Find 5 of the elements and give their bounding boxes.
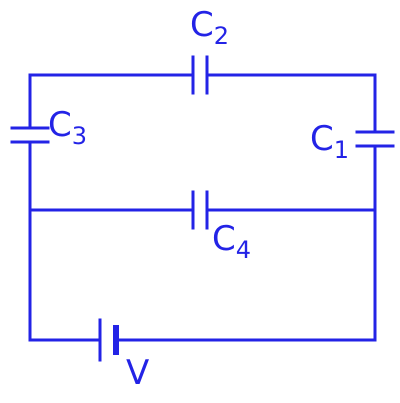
component-label: V	[126, 356, 150, 390]
component-label: C$_{3}$	[48, 108, 88, 148]
component-label: C$_{4}$	[212, 222, 252, 262]
component-label: C$_{1}$	[310, 122, 350, 162]
component-label: C$_{2}$	[190, 8, 230, 48]
